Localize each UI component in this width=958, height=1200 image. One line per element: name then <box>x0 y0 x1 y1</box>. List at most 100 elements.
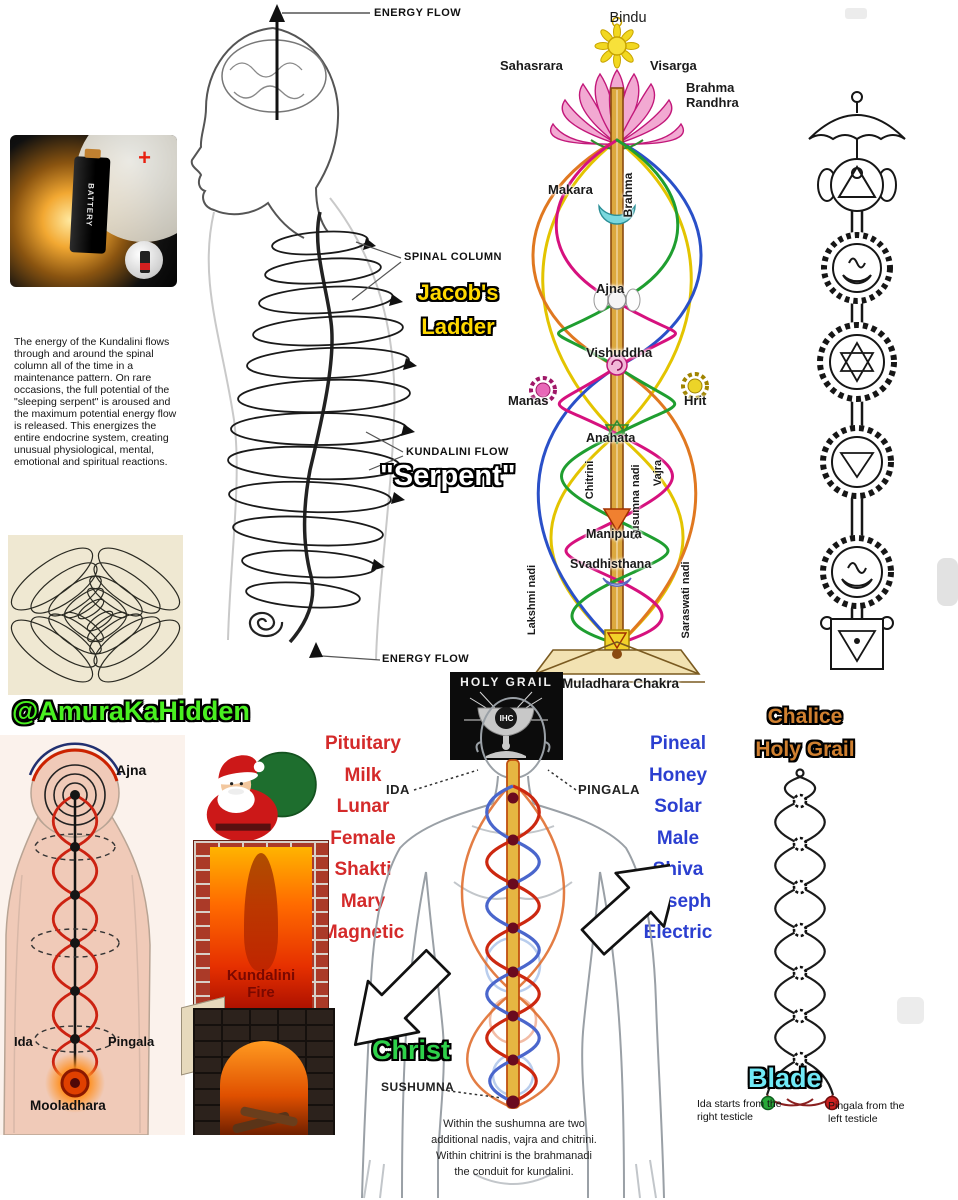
sushumna-chakra-diagram <box>529 16 709 683</box>
spine-energy-diagram <box>190 4 417 661</box>
label-leaders <box>321 241 404 661</box>
hrit-label: Hrit <box>684 393 707 408</box>
manipura-label: Manipura <box>586 527 642 541</box>
holy-grail-title: HOLY GRAIL <box>460 675 553 689</box>
svadhisthana-label: Svadhisthana <box>570 557 652 571</box>
chitrini-label: Chitrini <box>584 460 596 500</box>
chalice-icon <box>464 691 548 758</box>
saraswati-nadi-label: Saraswati nadi <box>680 561 692 639</box>
orbital-rings <box>30 833 120 1053</box>
caption-line: Within the sushumna are two <box>443 1118 585 1130</box>
hearth-opening <box>220 1041 308 1135</box>
feminine-attributes-list: Pituitary Milk Lunar Female Shakti Mary … <box>315 728 411 949</box>
ida-label: IDA <box>386 782 410 797</box>
list-item: Mary <box>340 890 386 912</box>
brahma-randhra-label: Brahma Randhra <box>686 80 739 110</box>
parasol <box>808 114 906 141</box>
fire-caption-line1: Kundalini <box>226 967 296 984</box>
sahasrara-label: Sahasrara <box>500 58 563 73</box>
watermark-handle: @AmuraKaHidden <box>12 696 250 726</box>
makara-crescent <box>598 203 636 225</box>
holy-grail-label: Holy Grail <box>755 738 855 761</box>
jacobs-ladder-line1: Jacob's <box>417 280 499 305</box>
jacobs-ladder-label: Jacob's Ladder <box>404 276 512 344</box>
coiled-serpent <box>248 611 284 638</box>
mini-battery-icon <box>140 251 150 273</box>
body-contours <box>207 197 396 661</box>
list-item: Shakti <box>334 859 392 880</box>
vortex-drawing <box>8 535 183 695</box>
ihc-monogram: IHC <box>499 714 514 723</box>
flow-arrows <box>353 862 670 1047</box>
christ-label: Christ <box>372 1035 451 1065</box>
head-profile <box>190 27 340 239</box>
energy-flow-bottom-label: ENERGY FLOW <box>382 653 470 665</box>
crossing-flowers <box>792 793 808 1067</box>
aura-ida-label: Ida <box>14 1034 33 1049</box>
fireplace-hearth <box>193 1008 335 1135</box>
hrit-lotus <box>681 372 709 400</box>
list-item: Male <box>656 827 700 849</box>
list-item: Milk <box>344 764 382 786</box>
serpent-label: "Serpent" <box>380 460 516 492</box>
caption-line: the conduit for kundalini. <box>454 1166 574 1178</box>
body-outline <box>361 697 665 1199</box>
ui-artifact <box>845 8 867 19</box>
caption-line: additional nadis, vajra and chitrini. <box>431 1134 597 1146</box>
chalice-holy-grail-label: Chalice Holy Grail <box>745 700 865 766</box>
chakra-column-illustration <box>808 91 906 670</box>
aura-pingala-label: Pingala <box>108 1034 155 1049</box>
spinal-column-label: SPINAL COLUMN <box>404 251 502 263</box>
flame-core <box>244 853 278 971</box>
holy-grail-image: HOLY GRAIL IHC <box>450 672 563 760</box>
ajna-label: Ajna <box>596 281 625 296</box>
visarga-label: Visarga <box>650 58 697 73</box>
kundalini-paragraph: The energy of the Kundalini flows throug… <box>14 336 177 468</box>
anahata-symbol <box>817 322 897 402</box>
kundalini-fire-image: Kundalini Fire <box>181 742 335 1135</box>
ida-note: Ida starts from the right testicle <box>697 1098 782 1123</box>
ida-start-dot <box>760 1095 776 1111</box>
svadhisthana-symbol <box>820 535 894 609</box>
coil-arrowheads <box>363 238 417 571</box>
list-item: Lunar <box>336 796 390 817</box>
battery-yin-yang-image: BATTERY + <box>10 135 177 287</box>
sushumna-label: SUSHUMNA <box>381 1080 455 1094</box>
list-item: Magnetic <box>321 922 405 943</box>
list-item: Pituitary <box>324 733 402 754</box>
chalice-label: Chalice <box>767 705 843 728</box>
makara-label: Makara <box>548 182 593 197</box>
chakra-dots <box>70 790 80 1044</box>
caption-line: Within chitrini is the brahmanadi <box>436 1150 592 1162</box>
list-item: Solar <box>654 796 702 817</box>
battery-label: BATTERY <box>84 182 96 228</box>
anahata-label: Anahata <box>586 431 636 445</box>
lakshmi-nadi-label: Lakshmi nadi <box>526 564 538 636</box>
blade-label: Blade <box>748 1063 822 1093</box>
santa-figure <box>206 751 317 842</box>
aura-ajna-label: Ajna <box>116 762 147 778</box>
ui-artifact <box>897 997 924 1024</box>
vishuddha-symbol <box>821 232 893 304</box>
base-platform <box>529 641 705 683</box>
list-item: Honey <box>648 764 708 786</box>
ida-pingala-caduceus <box>760 768 840 1111</box>
kundalini-fire-caption: Kundalini Fire <box>210 967 312 1001</box>
list-item: Female <box>330 827 396 849</box>
pingala-label: PINGALA <box>578 782 640 797</box>
pingala-note: Pingala from the left testicle <box>828 1100 905 1125</box>
fire-caption-line2: Fire <box>247 984 275 1001</box>
plus-sign: + <box>138 145 151 170</box>
sushumna-body-figure <box>353 697 670 1199</box>
battery-icon: BATTERY <box>69 156 111 254</box>
sushumna-caption: Within the sushumna are two additional n… <box>402 1116 626 1180</box>
vajra-label: Vajra <box>652 459 664 487</box>
vishuddha-label: Vishuddha <box>586 345 653 360</box>
muladhara-chakra-label: Muladhara Chakra <box>562 676 680 691</box>
manas-lotus <box>529 376 557 404</box>
list-item: Pineal <box>650 733 706 754</box>
ajna-symbol <box>817 158 897 212</box>
dotted-leaders <box>413 769 577 1099</box>
pingala-start-dot <box>824 1095 840 1111</box>
ui-artifact <box>937 558 958 606</box>
